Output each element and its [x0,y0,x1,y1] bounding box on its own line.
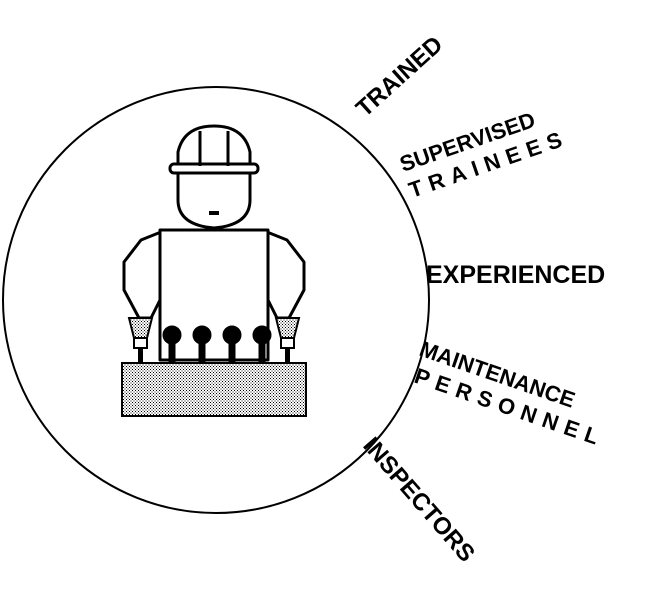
left-glove [127,317,154,339]
torso [158,228,270,362]
workbench-icon [121,362,307,417]
hard-hat-brim [168,162,260,175]
label-inspectors: INSPECTORS [357,432,479,567]
label-experienced: EXPERIENCED [426,261,605,289]
mouth [209,211,219,215]
hard-hat-worker-icon [122,124,306,362]
head [176,170,252,230]
spools [162,325,272,363]
label-trained: TRAINED [351,31,448,122]
right-glove [274,317,301,339]
main-circle [2,86,430,514]
tools [133,337,295,362]
hard-hat [176,124,252,170]
